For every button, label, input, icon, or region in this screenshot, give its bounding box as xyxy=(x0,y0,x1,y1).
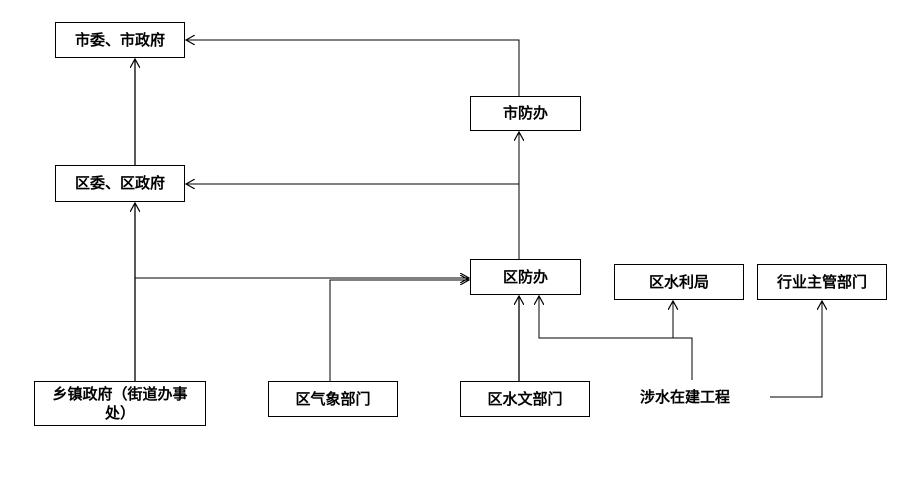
edge-project-to-industry xyxy=(770,301,822,398)
district-flood-office-node: 区防办 xyxy=(470,259,581,295)
district-weather-department-node: 区气象部门 xyxy=(268,381,398,417)
district-hydrology-department-node: 区水文部门 xyxy=(460,381,590,417)
city-party-government-node: 市委、市政府 xyxy=(55,22,185,58)
edge-cityfb-to-citygov xyxy=(186,40,520,96)
township-government-node: 乡镇政府（街道办事处） xyxy=(34,381,206,426)
industry-department-node: 行业主管部门 xyxy=(757,264,887,300)
district-water-bureau-node: 区水利局 xyxy=(614,264,744,300)
district-party-government-node: 区委、区政府 xyxy=(55,165,185,202)
edge-weather-to-distfb xyxy=(329,280,469,381)
edge-project-to-distfb xyxy=(539,296,693,380)
city-flood-office-node: 市防办 xyxy=(470,96,581,131)
water-construction-project-label: 涉水在建工程 xyxy=(639,388,730,406)
edge-distfb-to-distgov xyxy=(186,184,520,259)
